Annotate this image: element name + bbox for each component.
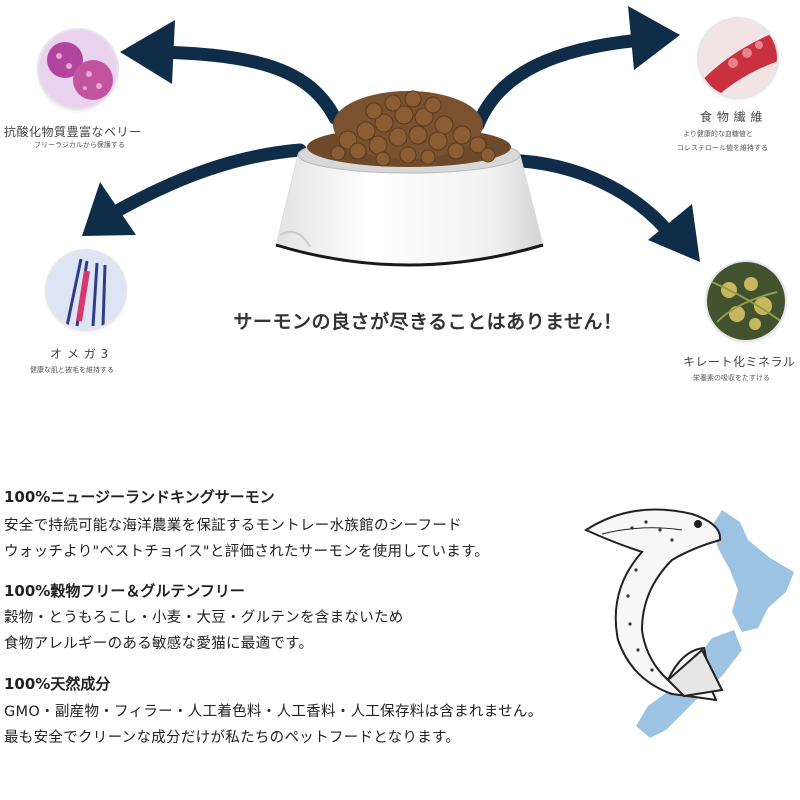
headline: サーモンの良さが尽きることはありません！ — [233, 311, 623, 333]
food-bowl — [258, 85, 558, 285]
section-line: ウォッチより"ベストチョイス"と評価されたサーモンを使用しています。 — [4, 544, 490, 560]
berry-title: 抗酸化物質豊富なベリー — [4, 125, 142, 139]
arrowhead-fiber — [628, 6, 680, 70]
omega-subtitle: 健康な肌と被毛を維持する — [30, 366, 114, 374]
fiber-icon — [699, 19, 777, 97]
arrowhead-mineral — [648, 204, 700, 262]
arrow-to-berry — [153, 45, 342, 125]
section-title-grain-free: 100%穀物フリー＆グルテンフリー — [4, 582, 245, 600]
salmon-illustration — [583, 508, 724, 702]
arrows-graphic — [82, 6, 700, 262]
fiber-subtitle-2: コレステロール値を維持する — [677, 144, 768, 152]
section-line: 安全で持続可能な海洋農業を保証するモントレー水族館のシーフード — [4, 518, 462, 534]
omega-title: オ メ ガ 3 — [50, 347, 109, 361]
section-line: 穀物・とうもろこし・小麦・大豆・グルテンを含まないため — [4, 610, 404, 626]
mineral-subtitle: 栄養素の吸収をたすける — [693, 374, 770, 382]
arrow-to-mineral — [491, 153, 682, 247]
mineral-icon — [707, 262, 785, 340]
section-title-natural: 100%天然成分 — [4, 675, 111, 693]
salmon-spots — [626, 520, 674, 672]
omega3-icon — [47, 251, 125, 329]
fiber-subtitle-1: より健康的な血糖値と — [683, 130, 753, 138]
section-line: GMO・副産物・フィラー・人工着色料・人工香料・人工保存料は含まれません。 — [4, 704, 543, 720]
mineral-title: キレート化ミネラル — [683, 355, 796, 369]
arrowhead-berry — [120, 20, 175, 84]
arrowhead-omega — [82, 182, 136, 236]
arrow-to-fiber — [471, 33, 647, 132]
salmon-map-graphic — [583, 508, 794, 738]
section-line: 食物アレルギーのある敏感な愛猫に最適です。 — [4, 636, 314, 652]
kibble-pile — [307, 90, 511, 167]
fiber-title: 食 物 繊 維 — [700, 110, 763, 124]
section-line: 最も安全でクリーンな成分だけが私たちのペットフードとなります。 — [4, 730, 461, 746]
berry-subtitle: フリーラジカルから保護する — [34, 141, 125, 149]
berry-cell-icon — [39, 30, 117, 108]
section-title-salmon: 100%ニュージーランドキングサーモン — [4, 488, 275, 506]
arrow-to-omega — [103, 143, 307, 222]
